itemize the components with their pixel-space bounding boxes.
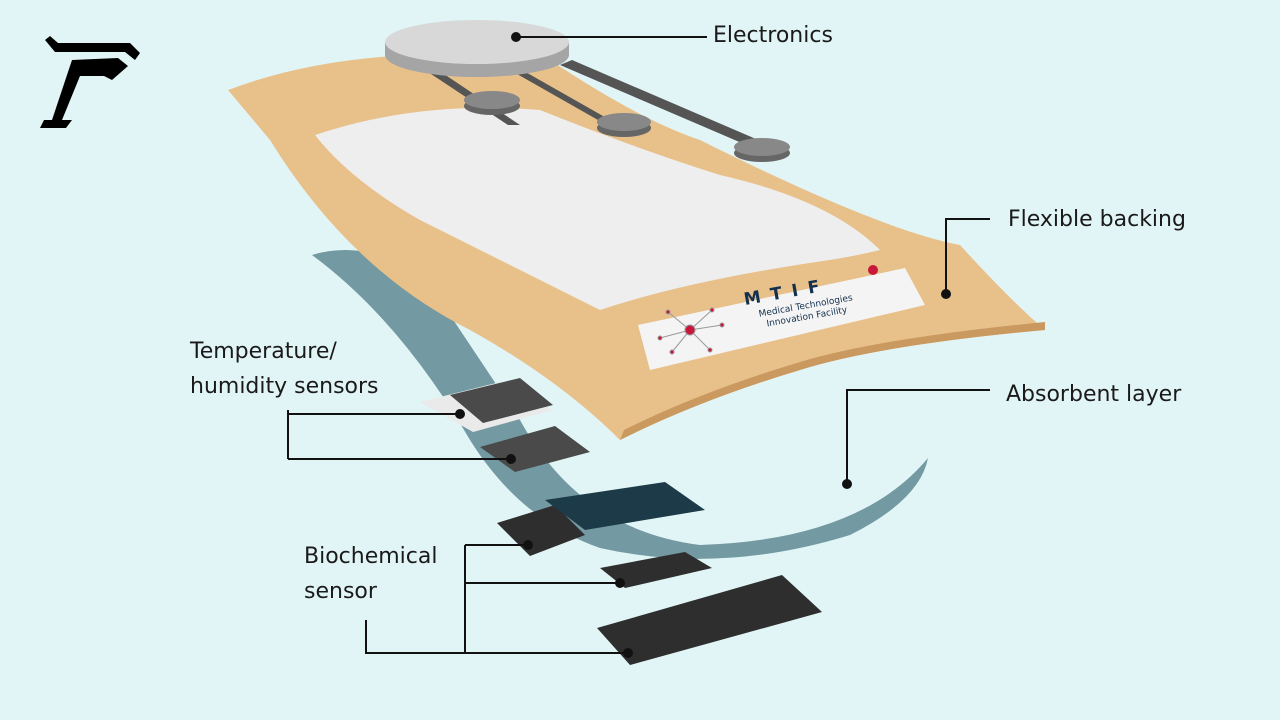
label-biochemical-sensor: Biochemical sensor bbox=[304, 539, 437, 609]
leader-lines bbox=[287, 36, 990, 654]
label-line: sensor bbox=[304, 579, 377, 604]
absorbent-pad bbox=[315, 107, 880, 311]
absorbent-layer bbox=[312, 250, 928, 559]
biochemical-sensor-inner bbox=[545, 482, 705, 530]
label-flexible-backing: Flexible backing bbox=[1008, 207, 1186, 232]
label-electronics: Electronics bbox=[713, 23, 833, 48]
logo bbox=[40, 36, 140, 128]
biochemical-sensor-2 bbox=[600, 552, 712, 588]
label-line: Biochemical bbox=[304, 544, 438, 569]
label-line: humidity sensors bbox=[190, 374, 379, 399]
leader-dots bbox=[455, 32, 951, 658]
label-line: Temperature/ bbox=[190, 339, 337, 364]
biochemical-sensor-3 bbox=[597, 575, 822, 665]
temperature-sensor-1-chip bbox=[450, 378, 553, 423]
biochemical-sensor-1 bbox=[497, 505, 585, 556]
label-temperature-humidity: Temperature/ humidity sensors bbox=[190, 334, 379, 404]
label-absorbent-layer: Absorbent layer bbox=[1006, 382, 1182, 407]
electronics bbox=[385, 20, 790, 162]
